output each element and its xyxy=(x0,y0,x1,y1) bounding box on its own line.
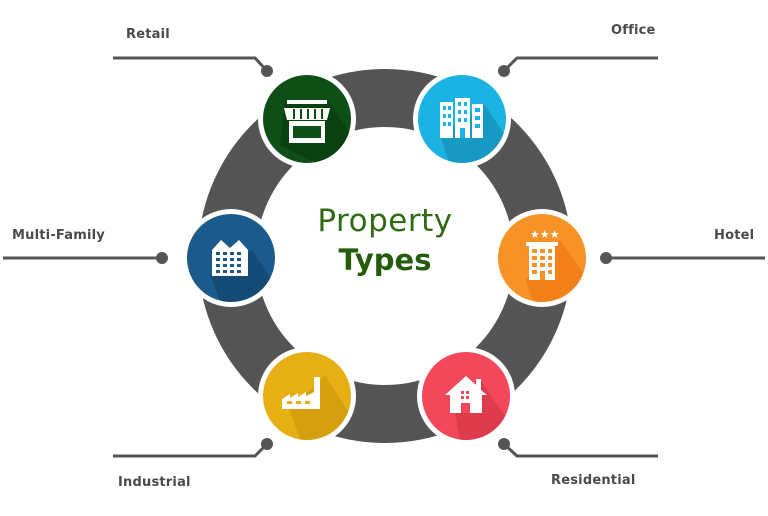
apartment-building-icon xyxy=(182,209,280,307)
connector-office xyxy=(502,56,658,73)
label-retail: Retail xyxy=(126,27,170,42)
title-line-2: Types xyxy=(338,243,432,277)
connector-dot-industrial xyxy=(261,438,273,450)
connector-dot-residential xyxy=(498,438,510,450)
label-multi-family: Multi-Family xyxy=(12,228,105,243)
label-office: Office xyxy=(611,23,656,38)
storefront-icon xyxy=(258,70,356,168)
connector-retail xyxy=(113,56,269,73)
connector-dot-multi-family xyxy=(156,252,168,264)
factory-icon xyxy=(258,347,356,445)
title-line-1: Property xyxy=(317,203,453,239)
svg-text:★★★: ★★★ xyxy=(530,228,560,241)
connectors xyxy=(3,56,765,458)
connector-dot-hotel xyxy=(600,252,612,264)
label-industrial: Industrial xyxy=(118,475,191,490)
hotel-icon: ★★★ xyxy=(493,209,591,307)
label-hotel: Hotel xyxy=(714,228,755,243)
connector-dot-retail xyxy=(261,65,273,77)
house-icon xyxy=(417,347,515,445)
connector-dot-office xyxy=(498,65,510,77)
label-residential: Residential xyxy=(551,473,636,488)
connector-industrial xyxy=(113,442,269,458)
office-building-icon xyxy=(413,70,511,168)
connector-residential xyxy=(502,442,658,458)
